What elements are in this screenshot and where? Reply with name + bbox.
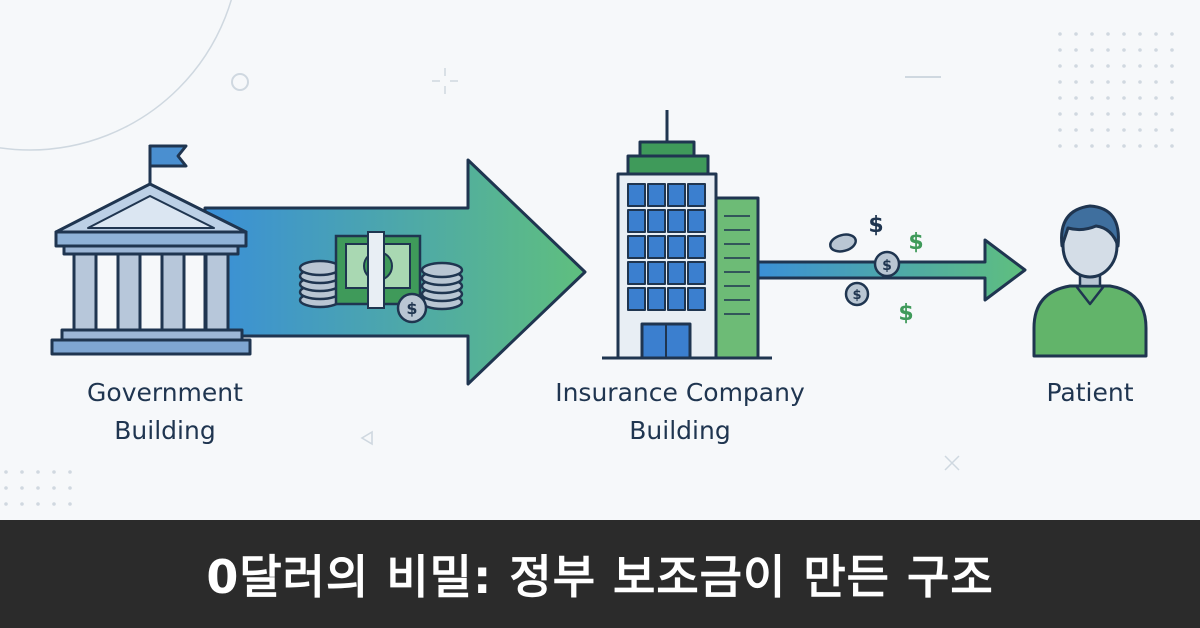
- government-label-line-1: Government: [87, 378, 243, 407]
- background-decorations: [0, 0, 960, 471]
- money-stack-icon: $ $: [298, 231, 464, 324]
- government-label-line-2: Building: [114, 416, 216, 445]
- patient-label: Patient: [990, 374, 1190, 412]
- insurance-label-line-1: Insurance Company: [555, 378, 805, 407]
- svg-text:$: $: [898, 301, 913, 326]
- coin-icon: $ $: [829, 233, 901, 307]
- government-building-label: Government Building: [40, 374, 290, 450]
- government-building-icon: [50, 144, 252, 356]
- svg-text:$: $: [406, 299, 417, 318]
- banner-title: 0달러의 비밀: 정부 보조금이 만든 구조: [206, 550, 994, 604]
- svg-text:$: $: [852, 288, 861, 303]
- svg-text:$: $: [882, 258, 892, 274]
- insurance-label-line-2: Building: [629, 416, 731, 445]
- flag-icon: [148, 144, 188, 168]
- patient-icon: [1032, 204, 1148, 358]
- dot-grid-decoration: [4, 32, 1174, 506]
- patient-label-line-1: Patient: [1046, 378, 1134, 407]
- insurance-building-label: Insurance Company Building: [520, 374, 840, 450]
- insurance-building-icon: [602, 110, 772, 360]
- flow-diagram: $ $ $ $ $ $ $: [0, 0, 1174, 506]
- title-banner: 0달러의 비밀: 정부 보조금이 만든 구조: [0, 520, 1200, 628]
- svg-text:$: $: [868, 213, 883, 238]
- svg-text:$: $: [908, 230, 923, 255]
- dollar-sign-icon: $ $ $: [868, 213, 923, 326]
